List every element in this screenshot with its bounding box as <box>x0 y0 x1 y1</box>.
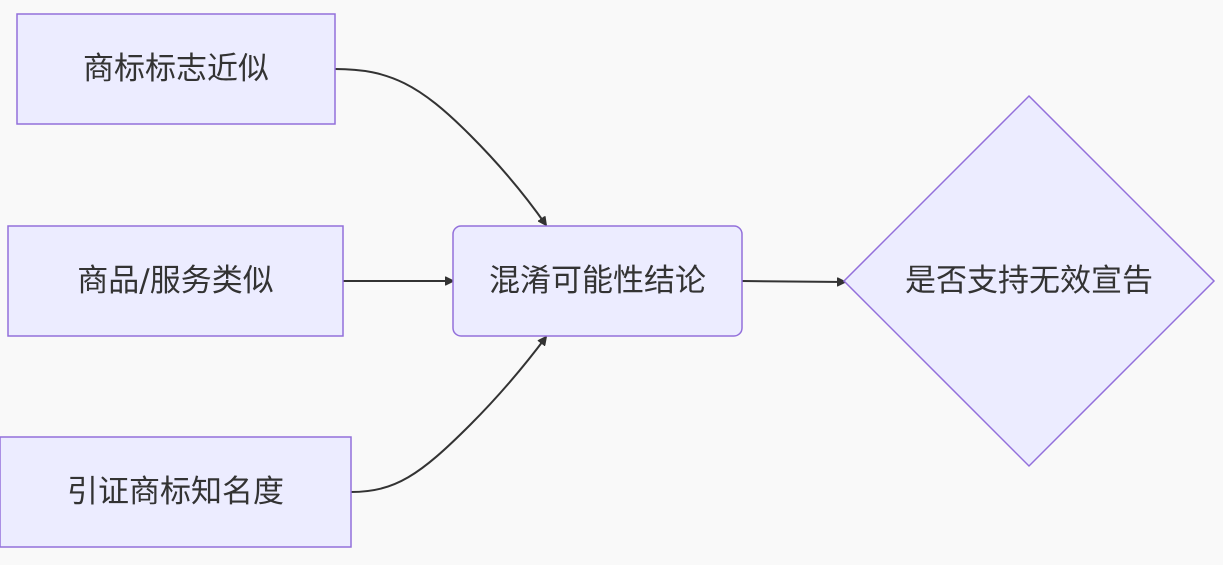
node-confusion-conclusion[interactable]: 混淆可能性结论 <box>452 225 743 337</box>
node-trademark-similar-label: 商标标志近似 <box>83 51 269 87</box>
edge-fame-to-confusion <box>350 337 546 493</box>
node-goods-similar[interactable]: 商品/服务类似 <box>7 225 344 337</box>
edge-trademark-to-confusion <box>334 68 546 225</box>
node-trademark-similar[interactable]: 商标标志近似 <box>16 13 336 125</box>
node-cited-fame-label: 引证商标知名度 <box>67 474 284 510</box>
node-confusion-conclusion-label: 混淆可能性结论 <box>489 263 706 299</box>
node-cited-fame[interactable]: 引证商标知名度 <box>0 436 352 548</box>
node-decision-invalidation-label: 是否支持无效宣告 <box>905 263 1153 299</box>
node-goods-similar-label: 商品/服务类似 <box>77 263 273 299</box>
edge-confusion-to-decision <box>741 281 845 282</box>
node-decision-invalidation[interactable]: 是否支持无效宣告 <box>842 94 1216 468</box>
